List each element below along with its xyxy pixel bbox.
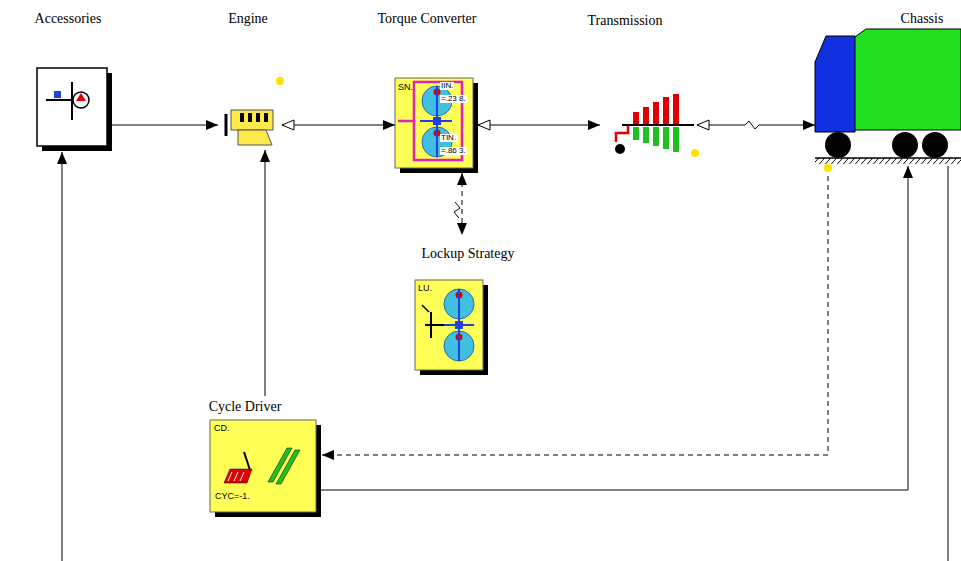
- engine-icon-part: [231, 110, 273, 130]
- connector: [462, 173, 463, 235]
- block-label: Torque Converter: [378, 12, 477, 26]
- block-label: Lockup Strategy: [422, 247, 515, 261]
- engine-icon-part: [248, 113, 252, 122]
- accessories-icon-part: [73, 92, 89, 108]
- lockup-strategy-block: Lockup StrategyLU.: [415, 280, 483, 370]
- cycle-driver-icon-part: [244, 452, 250, 470]
- chassis-block: Chassis: [815, 30, 961, 160]
- connector: [282, 125, 395, 126]
- transmission-icon-part: [653, 102, 659, 124]
- block-label: Chassis: [901, 12, 944, 26]
- engine-icon-part: [264, 113, 268, 122]
- truck-icon-part: [815, 157, 961, 159]
- accessories-icon-part: [54, 91, 61, 98]
- accessories-icon-part: [37, 68, 107, 146]
- connector: [265, 150, 266, 396]
- lockup-icon-part: [422, 305, 429, 312]
- block-label: Transmission: [588, 14, 663, 28]
- connector: [112, 125, 218, 126]
- transmission-icon: [615, 94, 699, 157]
- torque-converter-icon-part: [398, 120, 414, 123]
- accessories-icon-part: [76, 93, 86, 101]
- truck-icon-part: [892, 132, 918, 158]
- engine-icon-part: [276, 77, 284, 85]
- cycle-driver-icon-part: [224, 469, 252, 483]
- transmission-icon-part: [691, 149, 699, 157]
- connector: [322, 176, 828, 455]
- torque-converter-icon: [395, 78, 478, 218]
- engine-block: Engine: [218, 105, 282, 148]
- transmission-icon-part: [673, 127, 679, 152]
- truck-icon-part: [815, 36, 855, 132]
- engine-icon-part: [225, 114, 228, 136]
- truck-icon-part: [922, 132, 948, 158]
- connector: [478, 125, 600, 126]
- connector: [321, 166, 908, 490]
- lockup-icon-part: [455, 321, 463, 329]
- transmission-icon-part: [633, 112, 639, 124]
- engine-icon: [226, 77, 284, 145]
- parameter-text: =.23 8.: [440, 95, 467, 103]
- torque-converter-block: Torque ConverterSN.IIN.=.23 8.TIN.=.86 3…: [395, 78, 473, 168]
- lockup-icon: [415, 280, 488, 375]
- engine-icon-part: [256, 113, 260, 122]
- parameter-text: LU.: [418, 284, 432, 293]
- truck-icon-part: [848, 29, 961, 130]
- parameter-text: TIN.: [440, 134, 457, 142]
- parameter-text: SN.: [398, 83, 413, 92]
- transmission-icon-part: [615, 144, 625, 154]
- cycle-driver-icon-part: [276, 450, 300, 484]
- block-label: Accessories: [35, 12, 102, 26]
- accessories-block: Accessories: [37, 68, 107, 146]
- truck-icon-part: [825, 132, 851, 158]
- cycle-driver-icon-part: [234, 472, 238, 481]
- lockup-icon-part: [415, 280, 483, 370]
- cycle-driver-block: Cycle DriverCD.CYC=-1.: [210, 420, 316, 512]
- cycle-driver-icon-part: [210, 420, 316, 512]
- transmission-icon-part: [622, 124, 694, 126]
- transmission-icon-part: [663, 127, 669, 149]
- transmission-icon-part: [643, 107, 649, 124]
- connector: [697, 121, 815, 129]
- block-label: Engine: [228, 12, 268, 26]
- torque-converter-icon-part: [433, 117, 441, 125]
- parameter-text: CD.: [214, 424, 230, 433]
- lockup-icon-part: [430, 312, 432, 338]
- transmission-icon-part: [673, 94, 679, 124]
- parameter-text: IIN.: [440, 82, 454, 90]
- truck-icon: [815, 29, 961, 172]
- torque-converter-icon-part: [395, 78, 473, 168]
- lockup-icon-part: [425, 324, 444, 326]
- cycle-driver-icon-part: [240, 472, 244, 481]
- truck-icon-part: [824, 164, 832, 172]
- transmission-icon-part: [643, 127, 649, 143]
- transmission-icon-part: [616, 126, 628, 142]
- accessories-icon-part: [46, 99, 72, 101]
- transmission-icon-part: [653, 127, 659, 146]
- transmission-icon-part: [633, 127, 639, 140]
- parameter-text: CYC=-1.: [215, 492, 250, 501]
- engine-icon-part: [240, 113, 244, 122]
- block-label: Cycle Driver: [209, 400, 282, 414]
- transmission-block: Transmission: [600, 92, 695, 160]
- torque-converter-icon-part: [454, 202, 460, 218]
- cycle-driver-icon-part: [228, 472, 232, 481]
- cycle-driver-icon: [210, 420, 321, 517]
- transmission-icon-part: [663, 97, 669, 124]
- connector: [62, 152, 948, 561]
- engine-icon-part: [238, 130, 272, 145]
- truck-icon-part: [815, 158, 961, 164]
- parameter-text: =.86 3.: [440, 147, 467, 155]
- accessories-icon: [37, 68, 112, 151]
